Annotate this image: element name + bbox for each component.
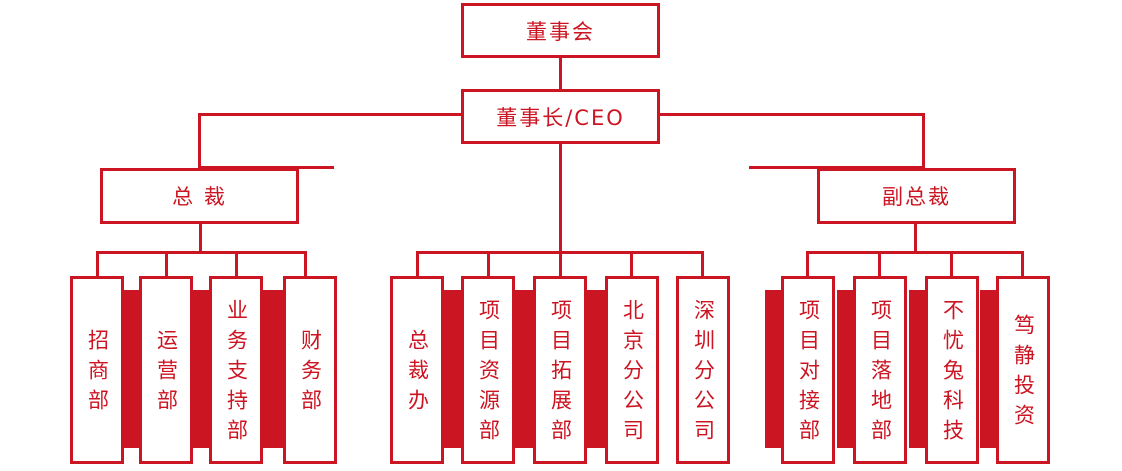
connector-vp-drop — [914, 224, 917, 253]
node-buyoutu-label: 不忧兔科技 — [940, 299, 965, 449]
node-dujing-label: 笃静投资 — [1011, 314, 1036, 434]
node-xiangmuluodi-label: 项目落地部 — [868, 299, 893, 449]
node-beijing[interactable]: 北京分公司 — [605, 276, 659, 464]
connector-leaf-drop-zongcaiban — [416, 251, 419, 277]
node-caiwu-label: 财务部 — [298, 329, 323, 419]
connector-chairman-drop-right — [922, 113, 925, 166]
connector-president-drop — [199, 224, 202, 253]
node-chairman[interactable]: 董事长/CEO — [461, 89, 660, 144]
node-xiangmutuozhan[interactable]: 项目拓展部 — [533, 276, 587, 464]
connector-leaf-drop-xiangmutuozhan — [559, 251, 562, 277]
node-yunying-label: 运营部 — [154, 329, 179, 419]
connector-leaf-drop-buyoutu — [950, 251, 953, 277]
connector-chairman-bus-left — [198, 113, 463, 116]
node-zongcaiban[interactable]: 总裁办 — [390, 276, 444, 464]
node-xiangmuluodi[interactable]: 项目落地部 — [853, 276, 907, 464]
connector-chairman-bus-right — [658, 113, 925, 116]
node-shenzhen[interactable]: 深圳分公司 — [676, 276, 730, 464]
node-xiangmuziyuan[interactable]: 项目资源部 — [461, 276, 515, 464]
connector-leaf-drop-dujing — [1021, 251, 1024, 277]
node-president-label: 总 裁 — [172, 185, 227, 209]
connector-leaf-drop-beijing — [630, 251, 633, 277]
node-xiangmuduijie[interactable]: 项目对接部 — [781, 276, 835, 464]
connector-leaf-drop-xiangmuziyuan — [487, 251, 490, 277]
node-board[interactable]: 董事会 — [461, 3, 660, 58]
node-beijing-label: 北京分公司 — [620, 299, 645, 449]
node-vice-president[interactable]: 副总裁 — [817, 168, 1016, 224]
node-xiangmuziyuan-label: 项目资源部 — [476, 299, 501, 449]
connector-leaf-drop-caiwu — [304, 251, 307, 277]
node-yewuzhichi-label: 业务支持部 — [224, 299, 249, 449]
connector-leaf-drop-shenzhen — [701, 251, 704, 277]
connector-vp-top-rail — [749, 166, 925, 169]
connector-chairman-drop-center — [559, 142, 562, 253]
node-buyoutu[interactable]: 不忧兔科技 — [925, 276, 979, 464]
accent-bar-yewuzhichi — [261, 290, 285, 448]
node-vice-president-label: 副总裁 — [882, 185, 951, 209]
node-zongcaiban-label: 总裁办 — [405, 329, 430, 419]
connector-leaf-drop-zhaoshang — [96, 251, 99, 277]
node-shenzhen-label: 深圳分公司 — [691, 299, 716, 449]
connector-leaf-drop-yunying — [165, 251, 168, 277]
connector-chairman-drop-left — [198, 113, 201, 166]
connector-board-to-chairman — [559, 58, 562, 89]
connector-president-bus — [96, 251, 306, 254]
node-zhaoshang-label: 招商部 — [85, 329, 110, 419]
node-zhaoshang[interactable]: 招商部 — [70, 276, 124, 464]
node-xiangmutuozhan-label: 项目拓展部 — [548, 299, 573, 449]
node-board-label: 董事会 — [526, 19, 595, 44]
node-chairman-label: 董事长/CEO — [496, 105, 625, 130]
node-yunying[interactable]: 运营部 — [139, 276, 193, 464]
connector-leaf-drop-yewuzhichi — [235, 251, 238, 277]
node-xiangmuduijie-label: 项目对接部 — [796, 299, 821, 449]
node-president[interactable]: 总 裁 — [100, 168, 299, 224]
connector-vp-bus — [806, 251, 1024, 254]
node-caiwu[interactable]: 财务部 — [283, 276, 337, 464]
node-dujing[interactable]: 笃静投资 — [996, 276, 1050, 464]
connector-leaf-drop-xiangmuduijie — [806, 251, 809, 277]
connector-leaf-drop-xiangmuluodi — [878, 251, 881, 277]
node-yewuzhichi[interactable]: 业务支持部 — [209, 276, 263, 464]
connector-president-top-rail — [198, 166, 334, 169]
